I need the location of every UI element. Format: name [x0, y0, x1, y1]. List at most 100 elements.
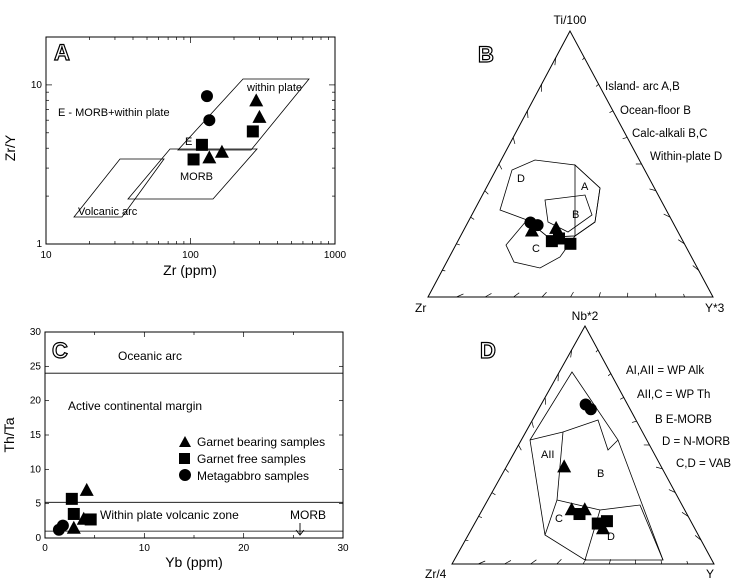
panel-d-boundary-d: [584, 509, 601, 561]
panel-b-label-d: D: [517, 173, 525, 185]
panel-b-ticks: [442, 57, 699, 298]
panel-b-triangle-point: [524, 223, 539, 237]
panel-d-note-emorb: B E-MORB: [655, 414, 712, 426]
panel-a-letter: A: [54, 40, 70, 65]
panel-d-label-c: C: [555, 513, 563, 525]
panel-b-tick: [456, 243, 460, 246]
panel-b-tick: [541, 291, 547, 298]
panel-c-y-tick-label: 10: [30, 464, 42, 475]
panel-d-tick: [686, 560, 689, 565]
panel-a-label-emorb-within-plate: E - MORB+within plate: [58, 107, 170, 119]
panel-d-note-nmorb: D = N-MORB: [662, 436, 730, 448]
panel-b-tick: [582, 57, 585, 61]
panel-a-y-tick-label: 1: [36, 239, 42, 250]
panel-d-vertex-right: Y: [706, 567, 714, 581]
legend-label-garnet-free: Garnet free samples: [197, 452, 306, 466]
panel-c-y-tick-label: 20: [30, 396, 42, 407]
panel-a-y-axis-label: Zr/Y: [2, 134, 18, 161]
panel-d-tick: [694, 535, 702, 541]
panel-d-vertex-top: Nb*2: [572, 309, 599, 323]
panel-b-letter: B: [478, 42, 494, 67]
panel-d-tick: [595, 349, 599, 353]
panel-d-square-point: [591, 517, 604, 530]
panel-d-boundary-b: [556, 499, 664, 561]
panel-d-nb-zr-y: D Nb*2 Zr/4 Y AII B C D AI,AII = WP Alk …: [425, 309, 731, 581]
legend-label-garnet-bearing: Garnet bearing samples: [197, 435, 325, 449]
panel-d-triangle-point: [557, 459, 572, 473]
panel-d-tick: [620, 397, 624, 400]
panel-a-field-morb: [127, 148, 258, 200]
panel-b-tick: [470, 216, 475, 220]
panel-b-square-point: [564, 237, 577, 250]
panel-d-tick: [544, 397, 547, 405]
panel-d-vertex-left: Zr/4: [425, 567, 447, 581]
panel-d-label-d: D: [607, 531, 615, 543]
panel-a-label-morb: MORB: [180, 171, 213, 183]
panel-b-tick: [683, 293, 685, 298]
panel-a-triangle-point: [249, 93, 264, 107]
panel-a-triangle-point: [214, 144, 229, 158]
panel-d-note-wp-alk: AI,AII = WP Alk: [626, 365, 704, 377]
panel-b-tick: [622, 137, 628, 139]
panel-d-tick: [631, 420, 637, 423]
panel-d-tick: [478, 516, 483, 518]
panel-d-tick: [504, 560, 512, 565]
panel-b-circle-point: [531, 219, 544, 232]
panel-d-tick: [668, 489, 676, 493]
panel-d-label-aii: AII: [541, 449, 554, 461]
panel-c-y-tick-label: 5: [35, 499, 41, 510]
panel-b-tick: [513, 292, 520, 298]
panel-c-x-tick-label: 10: [139, 543, 151, 554]
panel-a-points: [187, 90, 267, 166]
panel-c-y-tick-label: 30: [30, 327, 42, 338]
panel-b-ti-zr-y: B Ti/100 Zr Y*3 A B C D Island- arc A,B …: [415, 13, 725, 315]
panel-c-morb-arrow-icon: [295, 523, 305, 536]
panel-a-circle-point: [200, 90, 213, 103]
panel-c-legend: Garnet bearing samples Garnet free sampl…: [179, 435, 325, 483]
panel-b-vertex-left: Zr: [415, 301, 426, 315]
panel-b-vertex-top: Ti/100: [554, 13, 587, 27]
panel-b-tick: [678, 239, 685, 245]
panel-d-tick: [681, 512, 689, 517]
panel-b-tick: [484, 190, 489, 195]
panel-d-square-point: [573, 508, 586, 521]
panel-d-tick: [607, 373, 612, 377]
panel-a-label-within-plate: within plate: [246, 82, 302, 94]
panel-b-tick: [598, 292, 601, 298]
panel-c-label-within-plate-volcanic-zone: Within plate volcanic zone: [100, 508, 239, 522]
panel-b-triangle: [427, 29, 714, 298]
panel-c-triangle-point: [79, 482, 94, 496]
panel-b-tick: [609, 110, 614, 114]
panel-c-x-tick-label: 20: [238, 543, 250, 554]
panel-d-tick: [556, 559, 562, 565]
panel-d-note-vab: C,D = VAB: [676, 458, 731, 470]
panel-a-square-point: [195, 138, 208, 151]
panel-b-label-c: C: [532, 243, 540, 255]
panel-c-square-point: [65, 492, 78, 505]
panel-b-tick: [498, 163, 503, 170]
panel-a-x-axis-label: Zr (ppm): [163, 262, 217, 278]
panel-c-label-morb: MORB: [290, 508, 326, 522]
panel-a-square-point: [246, 125, 259, 138]
legend-circle-marker: [179, 469, 191, 481]
panel-d-tick: [531, 421, 534, 428]
panel-a-square-point: [187, 153, 200, 166]
panel-a-label-e: E: [185, 136, 192, 148]
panel-c-label-oceanic-arc: Oceanic arc: [118, 349, 182, 363]
panel-a-triangle-point: [252, 109, 267, 123]
panel-b-tick: [512, 137, 516, 145]
panel-d-tick: [478, 560, 486, 565]
panel-d-tick: [518, 444, 522, 451]
panel-b-note-ocean-floor: Ocean-floor B: [620, 105, 691, 117]
panel-d-points: [557, 398, 613, 535]
panel-d-note-wp-th: AII,C = WP Th: [637, 389, 710, 401]
panel-c-x-tick-label: 30: [337, 543, 349, 554]
panel-d-circle-point: [584, 403, 597, 416]
panel-d-tick: [570, 349, 573, 358]
panel-b-triangle-point: [549, 220, 564, 234]
panel-a-circle-point: [203, 114, 216, 127]
panel-a-x-tick-label: 1000: [324, 250, 347, 261]
panel-c-square-point: [67, 507, 80, 520]
